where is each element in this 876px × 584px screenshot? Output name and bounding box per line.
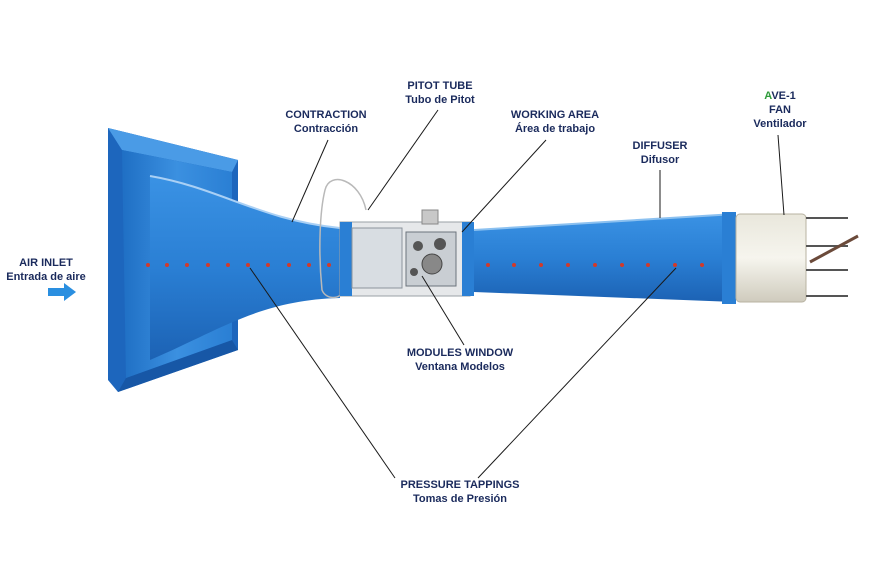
brand-mark-rest: VE-1 bbox=[771, 90, 796, 102]
working-area-label: WORKING AREA Área de trabajo bbox=[510, 109, 600, 135]
pressure-tapping bbox=[146, 263, 150, 267]
air-flow-arrow-icon bbox=[48, 283, 76, 301]
pitot-tube-label: PITOT TUBE Tubo de Pitot bbox=[405, 80, 475, 106]
pressure-tappings bbox=[146, 263, 704, 267]
pressure-tapping bbox=[226, 263, 230, 267]
air-inlet-label: AIR INLET Entrada de aire bbox=[6, 257, 86, 283]
leader-pitot bbox=[367, 109, 439, 211]
leader-lines bbox=[249, 109, 785, 479]
leader-tappings-right bbox=[477, 267, 677, 479]
modules-window-label: MODULES WINDOW Ventana Modelos bbox=[406, 347, 514, 373]
leader-working-area bbox=[461, 139, 547, 233]
leader-tappings-left bbox=[249, 267, 396, 479]
pressure-tapping bbox=[307, 263, 311, 267]
pressure-tapping bbox=[486, 263, 490, 267]
diffuser-section bbox=[474, 214, 735, 302]
pressure-tapping bbox=[266, 263, 270, 267]
pressure-tapping bbox=[673, 263, 677, 267]
pressure-tapping bbox=[566, 263, 570, 267]
leader-contraction bbox=[291, 139, 329, 223]
contraction-label: CONTRACTION Contracción bbox=[285, 109, 367, 135]
pressure-tapping bbox=[539, 263, 543, 267]
pressure-tapping bbox=[206, 263, 210, 267]
pressure-tapping bbox=[620, 263, 624, 267]
working-area bbox=[339, 209, 474, 297]
diffuser-label: DIFFUSER Difusor bbox=[632, 140, 688, 166]
fan-label: AVE-1 FAN Ventilador bbox=[753, 90, 807, 130]
pressure-tapping bbox=[246, 263, 250, 267]
pitot-tube bbox=[319, 179, 367, 299]
pressure-tapping bbox=[593, 263, 597, 267]
leader-fan bbox=[777, 134, 785, 216]
pressure-tapping bbox=[185, 263, 189, 267]
pressure-tapping bbox=[512, 263, 516, 267]
pressure-tapping bbox=[327, 263, 331, 267]
leader-modules-window bbox=[421, 275, 465, 346]
brand-mark-a: A bbox=[764, 90, 772, 102]
pressure-tapping bbox=[646, 263, 650, 267]
contraction-section bbox=[150, 176, 340, 360]
pressure-tappings-label: PRESSURE TAPPINGS Tomas de Presión bbox=[400, 479, 520, 505]
modules-window bbox=[405, 231, 457, 287]
pressure-tapping bbox=[700, 263, 704, 267]
pressure-tapping bbox=[287, 263, 291, 267]
pressure-tapping bbox=[165, 263, 169, 267]
fan bbox=[722, 212, 859, 304]
